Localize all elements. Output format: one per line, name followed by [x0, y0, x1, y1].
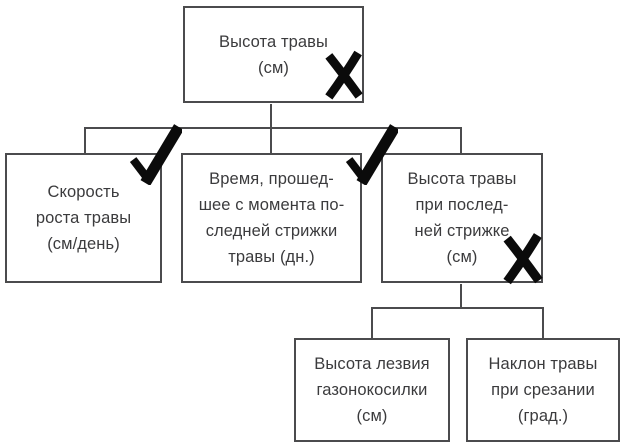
node-mower-blade-height-label: Высота лезвия газонокосилки (см) [314, 355, 430, 425]
connector-drop-grandchild2 [542, 307, 544, 338]
connector-child3-stem [460, 284, 462, 309]
node-mower-blade-height: Высота лезвия газонокосилки (см) [294, 338, 450, 442]
connector-level1-bus [84, 127, 462, 129]
node-height-at-last-mowing: Высота травы при послед- ней стрижке (см… [381, 153, 543, 283]
node-growth-rate-label: Скорость роста травы (см/день) [35, 183, 132, 253]
node-grass-height: Высота травы (см) [183, 6, 364, 103]
node-growth-rate: Скорость роста травы (см/день) [5, 153, 162, 283]
node-time-since-mowing-label: Время, прошед- шее с момента по- следней… [198, 170, 345, 266]
connector-drop-child1 [84, 127, 86, 153]
node-height-at-last-mowing-label: Высота травы при послед- ней стрижке (см… [407, 170, 517, 266]
node-time-since-mowing: Время, прошед- шее с момента по- следней… [181, 153, 362, 283]
node-grass-height-label: Высота травы (см) [219, 32, 328, 77]
node-grass-tilt-label: Наклон травы при срезании (град.) [488, 355, 598, 425]
node-grass-tilt: Наклон травы при срезании (град.) [466, 338, 620, 442]
connector-drop-grandchild1 [371, 307, 373, 338]
connector-drop-child3 [460, 127, 462, 153]
connector-level2-bus [371, 307, 544, 309]
